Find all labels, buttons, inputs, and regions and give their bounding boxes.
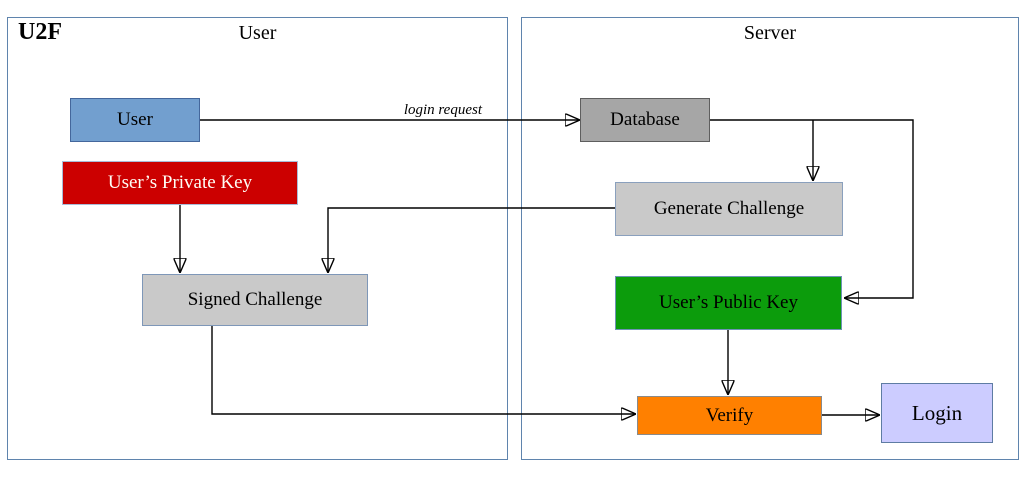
node-users-private-key: User’s Private Key: [62, 161, 298, 205]
node-user: User: [70, 98, 200, 142]
node-login: Login: [881, 383, 993, 443]
node-generate-challenge: Generate Challenge: [615, 182, 843, 236]
edge-label-login-request: login request: [403, 102, 482, 118]
diagram-title: U2F: [18, 19, 62, 45]
user-panel: User: [7, 17, 508, 460]
server-panel-title: Server: [743, 22, 797, 44]
node-signed-challenge: Signed Challenge: [142, 274, 368, 326]
node-database: Database: [580, 98, 710, 142]
user-panel-title: User: [238, 22, 277, 44]
node-verify: Verify: [637, 396, 822, 435]
node-users-public-key: User’s Public Key: [615, 276, 842, 330]
